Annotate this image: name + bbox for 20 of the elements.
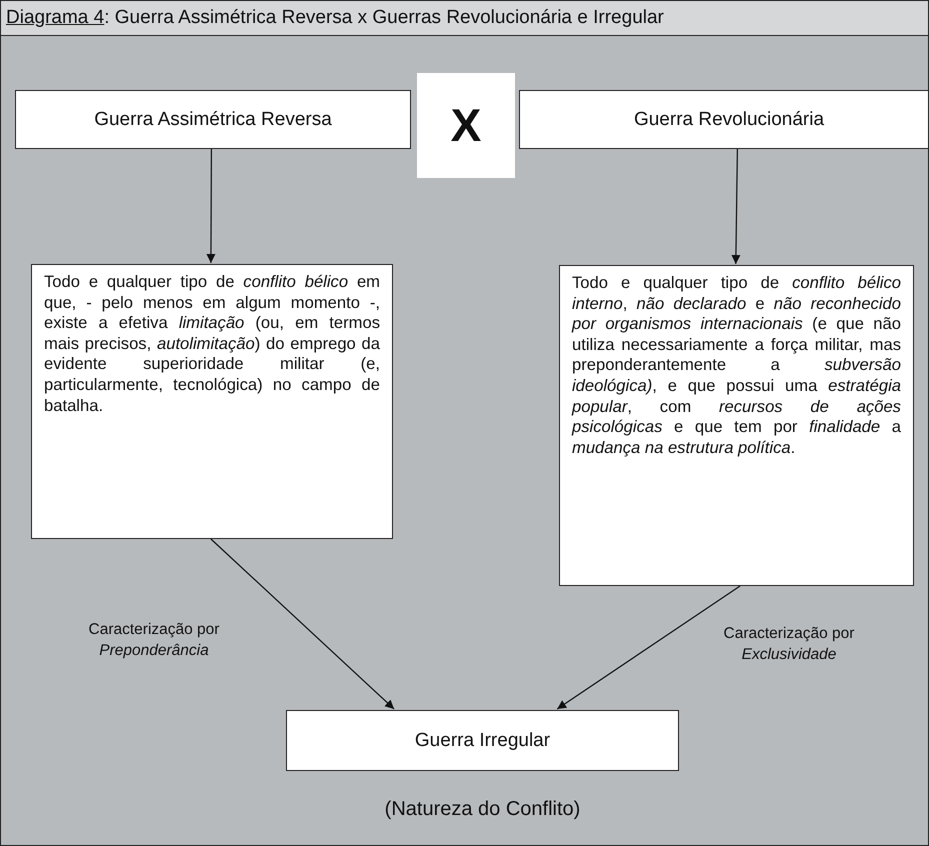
box-text: Guerra Irregular (414, 728, 552, 753)
text-box (31, 264, 393, 539)
edge-label: Caracterização por Exclusividade (722, 624, 856, 665)
text-box (519, 90, 928, 149)
text-box (15, 90, 411, 149)
caption-text: (Natureza do Conflito) (384, 798, 582, 821)
box-text: Guerra Assimétrica Reversa (93, 108, 333, 132)
box-text: Todo e qualquer tipo de conflito bélico em que, - pelo menos em algum momento -, existe a efetiva limitação (ou, em termos mais precisos, autolimitação) do emprego da evidente superioridade militar (e, particularmente, tecnológica) no campo de batalha. (44, 272, 380, 416)
text-box (286, 710, 679, 771)
text-box (559, 265, 914, 586)
box-text: Todo e qualquer tipo de conflito bélico interno, não declarado e não reconhecido por organismos internacionais (e que não utiliza necessariamente a força militar, mas preponderantemente a subversão ideológica), e que possui uma estratégia popular, com recursos de ações psicológicas e que tem por finalidade a mudança na estrutura política. (572, 273, 901, 458)
arrow (731, 149, 740, 264)
arrow (556, 586, 740, 710)
box-text: Guerra Revolucionária (632, 108, 826, 132)
versus-symbol: X (450, 98, 482, 154)
edge-label: Caracterização por Preponderância (88, 620, 220, 661)
text-box (417, 73, 515, 178)
arrow (206, 149, 216, 263)
diagram-title: Diagrama 4: Guerra Assimétrica Reversa x Guerras Revolucionária e Irregular (1, 1, 928, 36)
arrow (210, 538, 394, 710)
